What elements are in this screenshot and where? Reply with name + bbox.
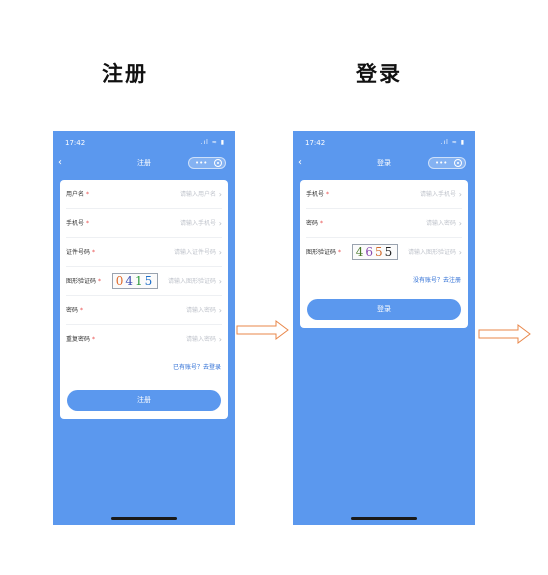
register-heading: 注册	[102, 61, 148, 86]
login-phone-screen: 17:42 .ıl ≈ ▮ ‹ 登录 ••• 手机号 * 请输入手机号 › 密码…	[293, 131, 475, 525]
signal-wifi-battery-icon: .ıl ≈ ▮	[440, 139, 465, 146]
field-placeholder[interactable]: 请输入密码	[425, 220, 456, 227]
go-register-link[interactable]: 没有账号？去注册	[412, 277, 461, 284]
field-label: 用户名 *	[66, 191, 89, 198]
go-login-link[interactable]: 已有账号？去登录	[172, 364, 221, 371]
chevron-right-icon: ›	[458, 219, 462, 228]
field-label: 手机号 *	[66, 220, 89, 227]
field-label: 证件号码 *	[66, 249, 95, 256]
home-indicator	[111, 517, 177, 520]
field-phone[interactable]: 手机号 * 请输入手机号 ›	[306, 180, 462, 209]
field-label: 密码 *	[306, 220, 323, 227]
field-phone[interactable]: 手机号 * 请输入手机号 ›	[66, 209, 222, 238]
status-time: 17:42	[305, 139, 326, 147]
nav-title: 注册	[137, 159, 151, 167]
field-placeholder[interactable]: 请输入图形验证码	[167, 278, 216, 285]
more-icon[interactable]: •••	[435, 159, 448, 167]
back-icon[interactable]: ‹	[58, 157, 62, 168]
close-target-icon[interactable]	[214, 159, 222, 167]
chevron-right-icon: ›	[218, 277, 222, 286]
status-time: 17:42	[65, 139, 86, 147]
field-label: 密码 *	[66, 307, 83, 314]
field-placeholder[interactable]: 请输入图形验证码	[407, 249, 456, 256]
field-repeat-password[interactable]: 重复密码 * 请输入密码 ›	[66, 325, 222, 354]
chevron-right-icon: ›	[458, 190, 462, 199]
nav-bar: ‹ 注册 •••	[53, 155, 235, 171]
more-icon[interactable]: •••	[195, 159, 208, 167]
field-password[interactable]: 密码 * 请输入密码 ›	[66, 296, 222, 325]
back-icon[interactable]: ‹	[298, 157, 302, 168]
login-form-card: 手机号 * 请输入手机号 › 密码 * 请输入密码 › 图形验证码 * 4655…	[300, 180, 468, 328]
register-form-card: 用户名 * 请输入用户名 › 手机号 * 请输入手机号 › 证件号码 * 请输入…	[60, 180, 228, 419]
captcha-image[interactable]: 4655	[352, 244, 398, 260]
captcha-image[interactable]: 0415	[112, 273, 158, 289]
miniprogram-capsule: •••	[428, 157, 466, 169]
chevron-right-icon: ›	[218, 248, 222, 257]
chevron-right-icon: ›	[458, 248, 462, 257]
login-heading: 登录	[356, 61, 402, 86]
close-target-icon[interactable]	[454, 159, 462, 167]
field-username[interactable]: 用户名 * 请输入用户名 ›	[66, 180, 222, 209]
field-password[interactable]: 密码 * 请输入密码 ›	[306, 209, 462, 238]
field-placeholder[interactable]: 请输入用户名	[179, 191, 216, 198]
field-label: 图形验证码 *	[66, 278, 101, 285]
register-button[interactable]: 注册	[67, 390, 221, 411]
field-placeholder[interactable]: 请输入证件号码	[173, 249, 216, 256]
field-captcha[interactable]: 图形验证码 * 0415 请输入图形验证码 ›	[66, 267, 222, 296]
field-placeholder[interactable]: 请输入密码	[185, 307, 216, 314]
field-label: 重复密码 *	[66, 336, 95, 343]
nav-title: 登录	[377, 159, 391, 167]
field-label: 图形验证码 *	[306, 249, 341, 256]
field-placeholder[interactable]: 请输入手机号	[179, 220, 216, 227]
register-phone-screen: 17:42 .ıl ≈ ▮ ‹ 注册 ••• 用户名 * 请输入用户名 › 手机…	[53, 131, 235, 525]
chevron-right-icon: ›	[218, 219, 222, 228]
field-captcha[interactable]: 图形验证码 * 4655 请输入图形验证码 ›	[306, 238, 462, 267]
field-placeholder[interactable]: 请输入密码	[185, 336, 216, 343]
login-button[interactable]: 登录	[307, 299, 461, 320]
arrow-right-icon	[478, 324, 531, 344]
home-indicator	[351, 517, 417, 520]
chevron-right-icon: ›	[218, 335, 222, 344]
status-bar: 17:42 .ıl ≈ ▮	[65, 139, 225, 149]
nav-bar: ‹ 登录 •••	[293, 155, 475, 171]
chevron-right-icon: ›	[218, 306, 222, 315]
arrow-right-icon	[236, 320, 289, 340]
miniprogram-capsule: •••	[188, 157, 226, 169]
status-bar: 17:42 .ıl ≈ ▮	[305, 139, 465, 149]
field-label: 手机号 *	[306, 191, 329, 198]
field-placeholder[interactable]: 请输入手机号	[419, 191, 456, 198]
field-id-number[interactable]: 证件号码 * 请输入证件号码 ›	[66, 238, 222, 267]
chevron-right-icon: ›	[218, 190, 222, 199]
signal-wifi-battery-icon: .ıl ≈ ▮	[200, 139, 225, 146]
